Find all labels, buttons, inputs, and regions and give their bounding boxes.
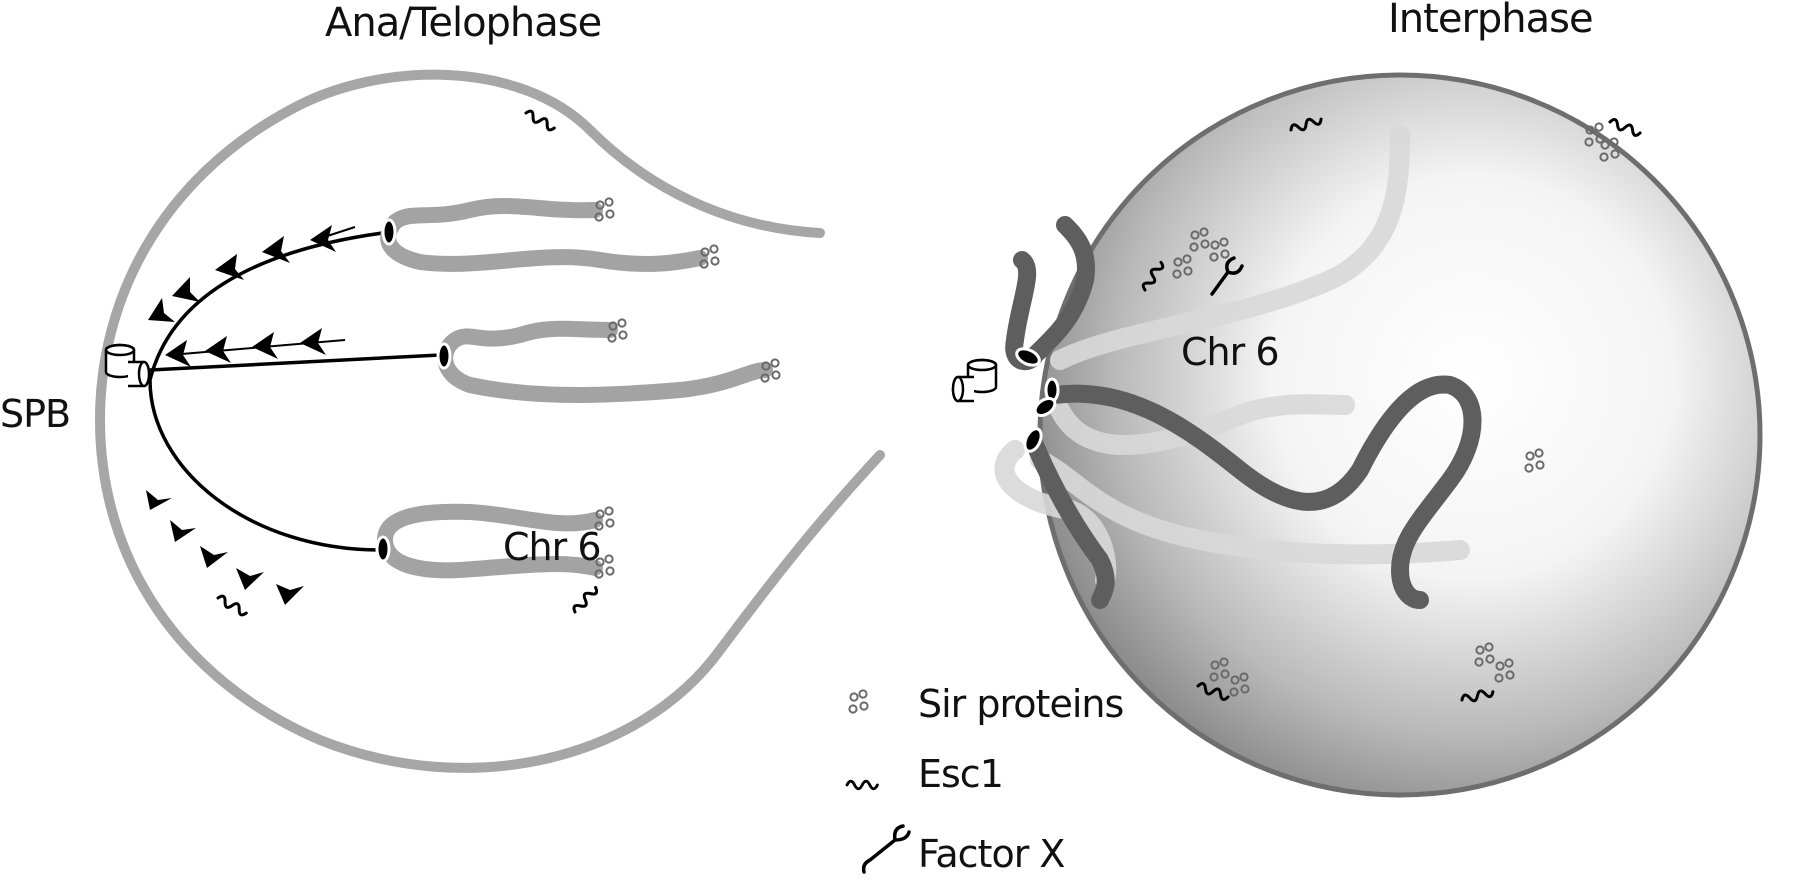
legend-label-esc1: Esc1 xyxy=(918,752,1004,796)
centromere-icon xyxy=(1033,396,1057,418)
centromere-icon xyxy=(375,535,391,563)
chromosome xyxy=(437,320,773,403)
centromere-icon xyxy=(436,342,452,370)
spb-icon xyxy=(104,343,151,388)
factor-x-icon xyxy=(1210,256,1244,296)
chr6-label-right: Chr 6 xyxy=(1181,330,1279,374)
legend xyxy=(845,689,911,874)
legend-label-sir: Sir proteins xyxy=(918,682,1124,726)
spb-label: SPB xyxy=(0,392,71,436)
esc1-icon xyxy=(522,107,558,134)
chromosome xyxy=(380,198,708,272)
panel-title-interphase: Interphase xyxy=(1388,0,1594,42)
esc1-icon xyxy=(214,592,250,619)
centromere-icon xyxy=(1023,427,1043,453)
microtubule xyxy=(148,230,391,381)
motor-arrows-lower xyxy=(146,490,304,605)
panel-title-anaphase: Ana/Telophase xyxy=(325,0,602,46)
chromosome xyxy=(1050,394,1355,456)
centromere-icon xyxy=(1015,347,1041,367)
microtubule xyxy=(149,353,441,372)
spb-icon xyxy=(951,358,998,403)
centromere-icon xyxy=(381,218,397,246)
chr6-label-left: Chr 6 xyxy=(503,525,601,569)
chromosome xyxy=(1050,125,1410,370)
chromosome xyxy=(1026,436,1115,609)
nuclear-membrane-left xyxy=(94,69,885,773)
factor-x-icon xyxy=(861,824,911,874)
esc1-icon xyxy=(845,779,879,791)
anaphase-panel xyxy=(94,69,885,773)
chromosome xyxy=(1046,375,1482,609)
microtubule xyxy=(148,379,381,552)
motor-arrows-middle xyxy=(165,328,346,367)
sir-proteins-icon xyxy=(848,689,869,714)
esc1-icon xyxy=(570,583,601,617)
interphase-panel xyxy=(951,72,1763,798)
motor-arrows-upper xyxy=(148,225,356,322)
esc1-icon xyxy=(1607,116,1643,139)
legend-label-factor-x: Factor X xyxy=(918,832,1065,876)
